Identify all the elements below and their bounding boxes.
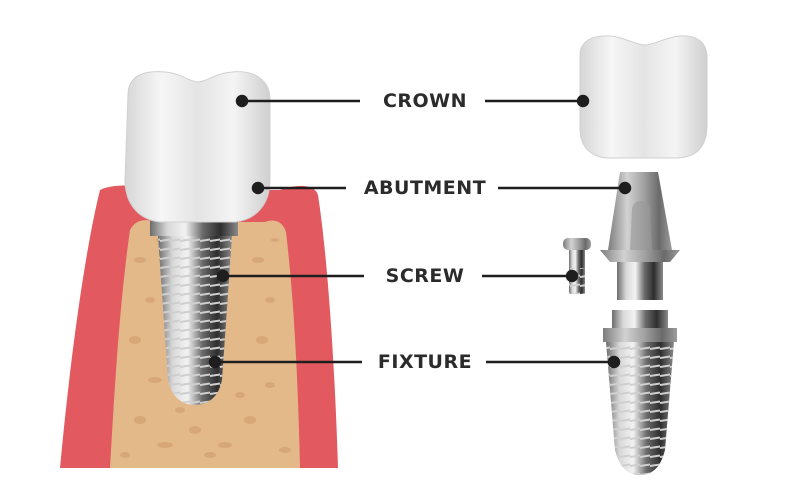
label-abutment: ABUTMENT <box>363 177 487 199</box>
label-screw: SCREW <box>385 265 465 287</box>
left-leader-lines <box>208 94 364 369</box>
exploded-crown <box>579 35 708 159</box>
exploded-screw <box>563 238 591 294</box>
exploded-fixture <box>603 310 677 475</box>
label-fixture: FIXTURE <box>377 351 473 373</box>
right-leader-lines <box>482 94 632 369</box>
installed-crown <box>124 71 271 223</box>
exploded-abutment <box>600 172 680 300</box>
label-crown: CROWN <box>382 90 468 112</box>
